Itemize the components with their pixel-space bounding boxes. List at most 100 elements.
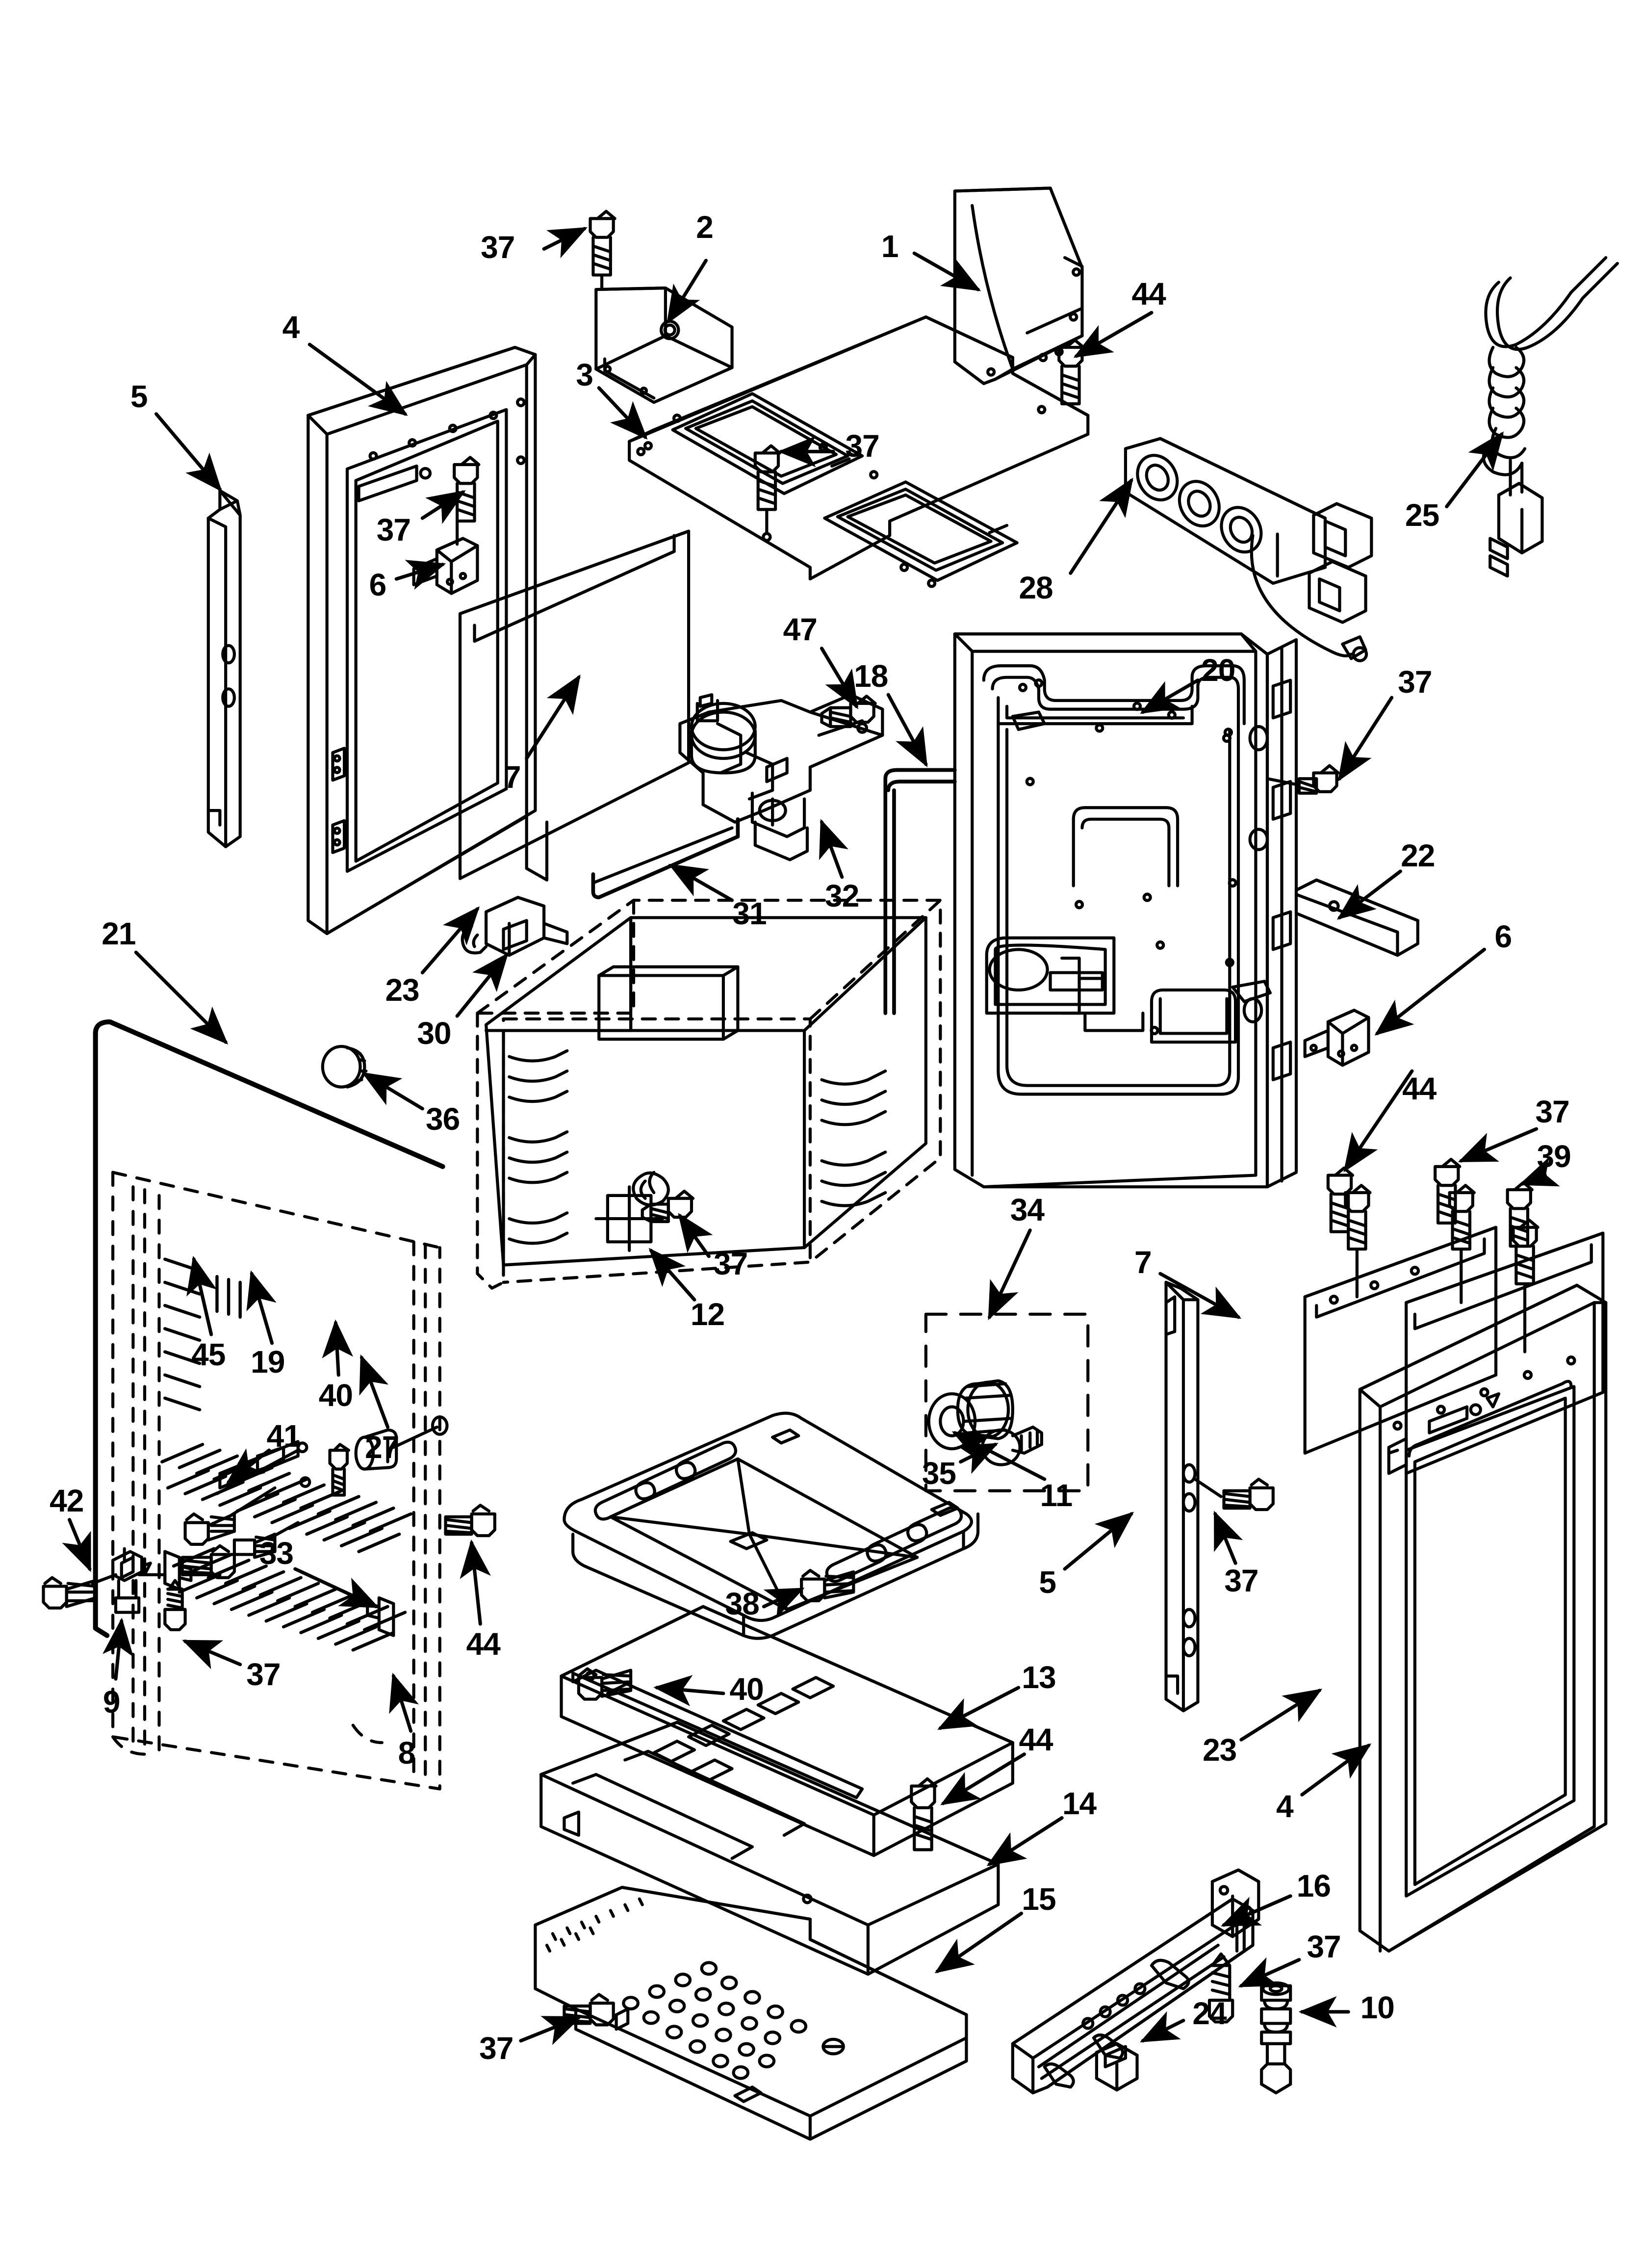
callout-42: 42 xyxy=(50,1483,84,1519)
callout-45: 45 xyxy=(191,1337,226,1373)
part-7-right-insulation-panel xyxy=(1303,1225,1498,1455)
part-5-right-trim xyxy=(1164,1280,1200,1713)
callout-24: 24 xyxy=(1192,1995,1227,2031)
callout-37d: 37 xyxy=(1398,664,1432,700)
part-10-leveling-screw xyxy=(1260,1981,1292,2095)
callout-32: 32 xyxy=(825,878,859,914)
part-28-manifold-assembly xyxy=(1124,437,1373,662)
callout-37b: 37 xyxy=(845,428,879,464)
callout-38: 38 xyxy=(725,1586,760,1621)
callout-37g: 37 xyxy=(1224,1563,1258,1598)
callout-12: 12 xyxy=(690,1296,725,1332)
callout-40b: 40 xyxy=(729,1671,764,1707)
part-6-right-bracket xyxy=(1303,1009,1370,1067)
part-41-screw xyxy=(180,1544,236,1579)
callout-22: 22 xyxy=(1401,837,1435,873)
callout-2: 2 xyxy=(696,209,714,245)
screw-37-rear-panel xyxy=(1265,764,1340,795)
callout-14: 14 xyxy=(1062,1785,1097,1821)
callout-23b: 23 xyxy=(1203,1732,1237,1768)
part-4-left-door-frame xyxy=(307,345,537,935)
part-6-left-bracket xyxy=(412,519,479,595)
callout-31: 31 xyxy=(732,895,767,931)
part-14-support-tray xyxy=(539,1721,1000,1976)
screw-44-left-lower xyxy=(444,1504,496,1538)
callout-37h: 37 xyxy=(246,1657,281,1693)
screw-19 xyxy=(232,1521,300,1559)
callout-19: 19 xyxy=(251,1344,285,1380)
part-23-left-door-lip xyxy=(525,809,549,882)
callout-5a: 5 xyxy=(130,379,148,415)
callout-23a: 23 xyxy=(385,972,419,1008)
callout-36: 36 xyxy=(426,1101,460,1137)
part-35-lens-and-bulb xyxy=(927,1379,1043,1466)
part-42-screw xyxy=(42,1573,118,1610)
part-36-cap xyxy=(321,1044,368,1089)
part-1-curved-side-trim xyxy=(953,186,1084,385)
callout-37i: 37 xyxy=(1307,1929,1341,1965)
callout-9: 9 xyxy=(103,1684,121,1720)
callout-44b: 44 xyxy=(1402,1070,1437,1106)
callout-16: 16 xyxy=(1296,1868,1331,1904)
screw-40-drawer xyxy=(577,1667,633,1701)
callout-44c: 44 xyxy=(466,1626,501,1662)
screw-40-left xyxy=(328,1443,350,1497)
callout-7b: 7 xyxy=(1134,1244,1152,1280)
callout-33: 33 xyxy=(259,1535,294,1571)
part-11-light-assembly-box xyxy=(924,1312,1090,1492)
part-24-clip xyxy=(1095,2042,1139,2092)
part-22-cross-rail xyxy=(1294,878,1419,957)
callout-11: 11 xyxy=(1040,1477,1073,1513)
part-4-right-door-frame xyxy=(1358,1283,1608,1953)
callout-37j: 37 xyxy=(479,2030,513,2066)
part-15-bottom-panel xyxy=(534,1885,968,2141)
oven-cavity-solid xyxy=(485,916,927,1267)
screw-37-glide xyxy=(1207,1952,1234,2024)
part-25-power-cord xyxy=(1482,256,1619,578)
callout-34: 34 xyxy=(1010,1192,1045,1228)
part-5-left-trim xyxy=(206,489,242,848)
callout-6b: 6 xyxy=(1494,918,1513,954)
part-11-burner-pan-frame xyxy=(563,1411,980,1640)
callout-41: 41 xyxy=(266,1418,301,1454)
callout-37e: 37 xyxy=(1535,1094,1570,1129)
callout-37c: 37 xyxy=(376,512,411,547)
part-13-drawer-pan xyxy=(560,1605,1014,1857)
callout-15: 15 xyxy=(1022,1881,1056,1917)
callout-30: 30 xyxy=(417,1016,451,1051)
callout-44d: 44 xyxy=(1019,1722,1053,1758)
part-2-small-bracket xyxy=(594,286,734,404)
callout-27: 27 xyxy=(365,1430,399,1465)
callout-47: 47 xyxy=(783,612,818,648)
callout-13: 13 xyxy=(1022,1660,1056,1695)
callout-39: 39 xyxy=(1537,1139,1571,1174)
part-9-leveling-leg xyxy=(111,1547,152,1614)
part-7-right-insulation-panel-2 xyxy=(1387,1231,1605,1475)
callout-37f: 37 xyxy=(714,1246,748,1281)
part-30-latch-hook xyxy=(461,896,569,957)
part-3-cooktop-support-panel xyxy=(628,315,1090,588)
callout-35: 35 xyxy=(922,1456,956,1491)
part-32-latch-motor-assembly xyxy=(678,693,884,861)
callout-28: 28 xyxy=(1019,570,1053,605)
callout-6a: 6 xyxy=(369,567,387,602)
callout-18: 18 xyxy=(854,658,888,694)
callout-37a: 37 xyxy=(481,230,515,265)
screw-37-panel-3 xyxy=(753,444,782,542)
leader-lines xyxy=(62,227,1560,2045)
callout-1: 1 xyxy=(881,228,899,264)
screw-37-bracket-2 xyxy=(589,209,616,291)
callout-8: 8 xyxy=(398,1735,416,1771)
callout-25: 25 xyxy=(1405,497,1439,533)
part-18-door-gasket xyxy=(883,768,957,1015)
part-20-rear-panel xyxy=(953,632,1298,1189)
callout-4a: 4 xyxy=(282,309,300,345)
screw-37-right-trim xyxy=(1193,1478,1275,1512)
screw-45 xyxy=(183,1486,277,1546)
callout-44a: 44 xyxy=(1131,276,1166,312)
callout-10: 10 xyxy=(1360,1989,1395,2025)
screw-39-right xyxy=(1506,1181,1534,1248)
callout-3: 3 xyxy=(576,357,593,393)
